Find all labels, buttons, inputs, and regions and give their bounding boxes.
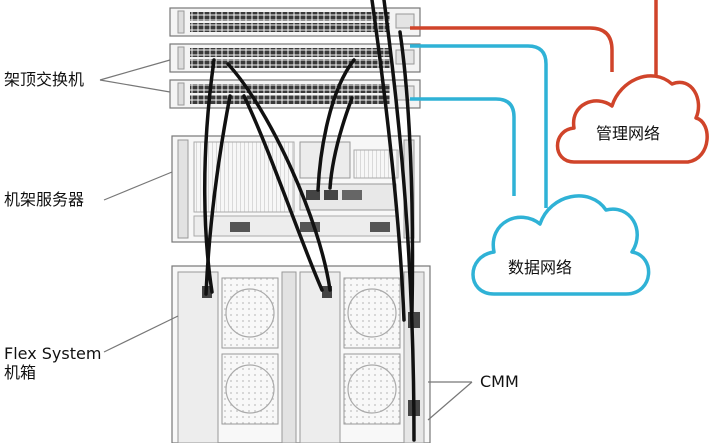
top-of-rack-switch-3 xyxy=(169,79,421,109)
data-network-label: 数据网络 xyxy=(508,258,573,277)
label-flex-system: Flex System xyxy=(4,344,102,363)
flex-system-chassis xyxy=(171,265,431,443)
label-top-of-rack-switches: 架顶交换机 xyxy=(4,70,85,89)
leader-lines xyxy=(99,59,473,421)
management-network-label: 管理网络 xyxy=(596,124,661,143)
label-rack-servers: 机架服务器 xyxy=(4,190,85,209)
data-network-cable-1 xyxy=(410,44,548,208)
label-chassis: 机箱 xyxy=(4,363,37,382)
data-network-cloud xyxy=(471,194,651,296)
management-network-cloud xyxy=(555,74,709,164)
management-network-cable xyxy=(410,0,658,88)
label-cmm: CMM xyxy=(480,372,519,391)
data-network-cable-2 xyxy=(410,97,516,196)
black-cables xyxy=(203,0,416,442)
rack-server xyxy=(171,135,421,243)
top-of-rack-switch-1 xyxy=(169,7,421,37)
